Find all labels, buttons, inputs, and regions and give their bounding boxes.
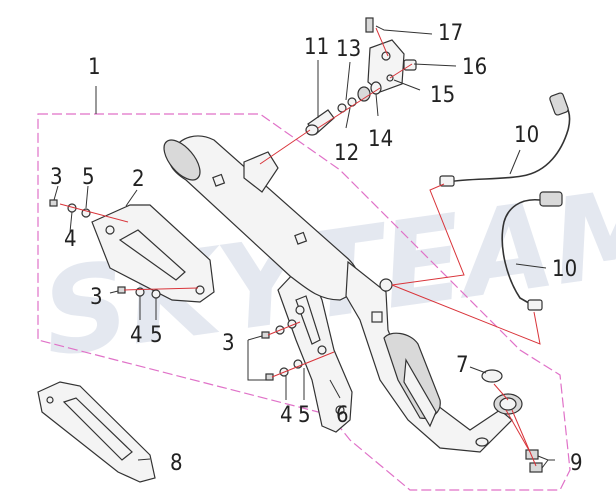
- callout-1: 1: [88, 55, 101, 80]
- callout-16: 16: [462, 55, 487, 80]
- callout-10-lower: 10: [552, 257, 577, 282]
- heat-shield-side: [37, 381, 156, 483]
- callout-11: 11: [304, 35, 329, 60]
- mount-bracket: [365, 17, 417, 93]
- callout-leaders: [53, 25, 555, 469]
- callout-3-middle: 3: [90, 285, 103, 310]
- callout-2: 2: [132, 167, 145, 192]
- callout-13: 13: [336, 37, 361, 62]
- oxygen-sensor-upper: [439, 92, 571, 187]
- red-assembly-lines: [59, 27, 541, 467]
- callout-9: 9: [570, 451, 583, 476]
- callout-10-upper: 10: [514, 123, 539, 148]
- callout-8: 8: [170, 451, 183, 476]
- assembly-boundary: [37, 113, 571, 491]
- callout-4-middle: 4: [130, 323, 143, 348]
- exhaust-gasket: [481, 369, 503, 383]
- callout-17: 17: [438, 21, 463, 46]
- callout-3-lower: 3: [222, 331, 235, 356]
- callout-5-lower: 5: [298, 403, 311, 428]
- oxygen-sensor-lower: [501, 191, 563, 311]
- callout-7: 7: [456, 353, 469, 378]
- callout-14: 14: [368, 127, 393, 152]
- callout-12: 12: [334, 141, 359, 166]
- callout-6: 6: [336, 403, 349, 428]
- callout-numbers: 1 2 3 5 4 3 4 5 3 4 5 6 7 8 9 10 10 11 1…: [50, 21, 583, 476]
- callout-5-upper: 5: [82, 165, 95, 190]
- callout-4-lower: 4: [280, 403, 293, 428]
- callout-4-upper: 4: [64, 227, 77, 252]
- callout-3-upper: 3: [50, 165, 63, 190]
- callout-15: 15: [430, 83, 455, 108]
- muffler-body: [163, 135, 523, 453]
- callout-5-middle: 5: [150, 323, 163, 348]
